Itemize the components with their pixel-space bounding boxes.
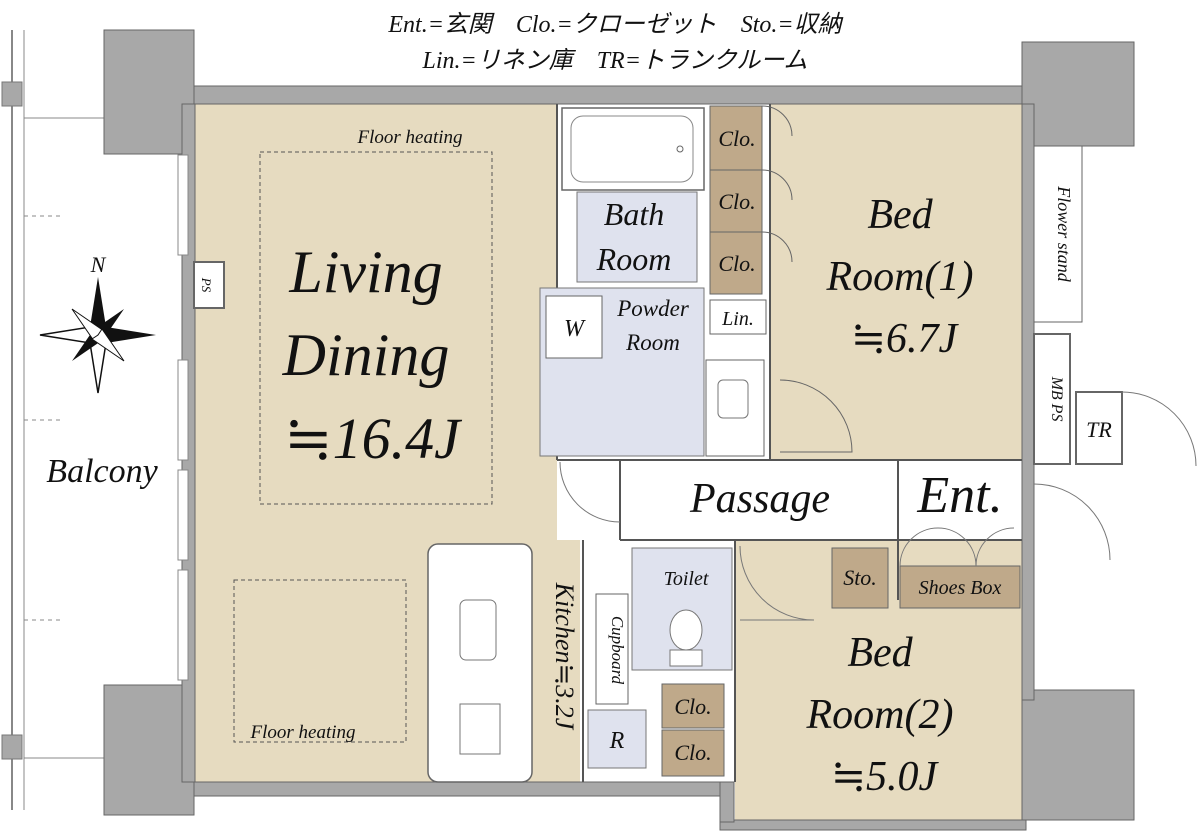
closet-d-label: Clo. bbox=[674, 694, 711, 719]
entrance-door-swing bbox=[1033, 483, 1111, 561]
living-size: ≒16.4J bbox=[284, 406, 463, 471]
kitchen-counter bbox=[427, 543, 533, 783]
closet-b bbox=[709, 169, 763, 233]
cupboard bbox=[595, 593, 629, 705]
washbasin-icon bbox=[717, 379, 749, 419]
closet-e bbox=[661, 729, 725, 777]
bedroom-1-size: ≒6.7J bbox=[851, 316, 960, 362]
kitchen-label: Kitchen≒3.2J bbox=[550, 582, 579, 731]
trunk-room bbox=[1075, 391, 1123, 465]
bedroom-2-label-1: Bed bbox=[847, 630, 913, 676]
outer-walls bbox=[103, 29, 1135, 831]
ps-label: PS bbox=[199, 277, 214, 293]
cupboard-label: Cupboard bbox=[608, 616, 627, 685]
passage-label: Passage bbox=[689, 476, 830, 522]
bath-label-1: Bath bbox=[604, 196, 664, 232]
closet-c bbox=[709, 231, 763, 295]
bedroom-1-door-swing bbox=[779, 379, 853, 453]
mbps-shaft bbox=[1033, 333, 1071, 465]
bedroom-1-floor bbox=[770, 104, 1022, 460]
bedroom-1-label-1: Bed bbox=[867, 192, 933, 238]
toilet-tank-icon bbox=[669, 649, 703, 667]
mbps-label: MB PS bbox=[1048, 376, 1065, 422]
living-door-swing bbox=[559, 461, 621, 523]
bath-room-floor bbox=[576, 191, 698, 283]
flower-stand bbox=[1033, 145, 1083, 323]
bedroom-1-label-2: Room(1) bbox=[826, 254, 974, 300]
closet-d bbox=[661, 683, 725, 729]
legend-line-1: Ent.=玄関 Clo.=クローゼット Sto.=収納 bbox=[387, 11, 843, 38]
entrance-label: Ent. bbox=[916, 467, 1002, 524]
bathtub-drain-icon bbox=[676, 145, 684, 153]
closet-a-label: Clo. bbox=[718, 126, 755, 151]
compass-rose bbox=[39, 277, 156, 394]
floor-heating-label-1: Floor heating bbox=[356, 127, 462, 148]
closet-e-label: Clo. bbox=[674, 740, 711, 765]
bedroom-2-door-swing bbox=[739, 545, 815, 621]
legend-line-2: Lin.=リネン庫 TR=トランクルーム bbox=[422, 47, 808, 74]
shoes-box-label: Shoes Box bbox=[919, 577, 1002, 599]
storage-box bbox=[831, 547, 889, 609]
bedroom-2-size: ≒5.0J bbox=[831, 754, 940, 800]
refrigerator-space bbox=[587, 709, 647, 769]
powder-label-2: Room bbox=[625, 330, 680, 355]
kitchen-stove-icon bbox=[459, 703, 501, 755]
flower-stand-label: Flower stand bbox=[1054, 185, 1074, 283]
kitchen-sink-icon bbox=[459, 599, 497, 661]
powder-label-1: Powder bbox=[616, 296, 690, 321]
closet-b-label: Clo. bbox=[718, 189, 755, 214]
balcony-label: Balcony bbox=[46, 453, 158, 490]
storage-label: Sto. bbox=[843, 565, 877, 590]
shoes-box bbox=[899, 565, 1021, 609]
linen-label: Lin. bbox=[721, 308, 754, 330]
refrigerator-label: R bbox=[609, 728, 625, 754]
ps-shaft bbox=[193, 261, 225, 309]
floor-heating-label-2: Floor heating bbox=[249, 722, 355, 743]
washer-space bbox=[545, 295, 603, 359]
washer-label: W bbox=[564, 316, 586, 342]
trunk-room-label: TR bbox=[1086, 417, 1112, 442]
shoes-box-doors bbox=[899, 527, 1015, 567]
closet-doors bbox=[761, 105, 793, 263]
closet-a bbox=[709, 105, 763, 171]
bathtub-inner bbox=[570, 115, 694, 183]
compass-north-label: N bbox=[90, 252, 107, 277]
living-windows bbox=[177, 154, 189, 681]
floor-heating-zone-1 bbox=[259, 151, 493, 505]
floor-heating-zone-2 bbox=[233, 579, 407, 743]
balcony-railing bbox=[1, 30, 104, 810]
living-label-1: Living bbox=[288, 239, 442, 305]
toilet-bowl-icon bbox=[669, 609, 703, 651]
bath-label-2: Room bbox=[596, 241, 672, 277]
bedroom-2-label-2: Room(2) bbox=[806, 692, 954, 738]
toilet-label: Toilet bbox=[664, 568, 709, 590]
closet-c-label: Clo. bbox=[718, 251, 755, 276]
linen-storage bbox=[709, 299, 767, 335]
living-label-2: Dining bbox=[282, 322, 450, 388]
trunk-room-door-swing bbox=[1121, 391, 1197, 467]
